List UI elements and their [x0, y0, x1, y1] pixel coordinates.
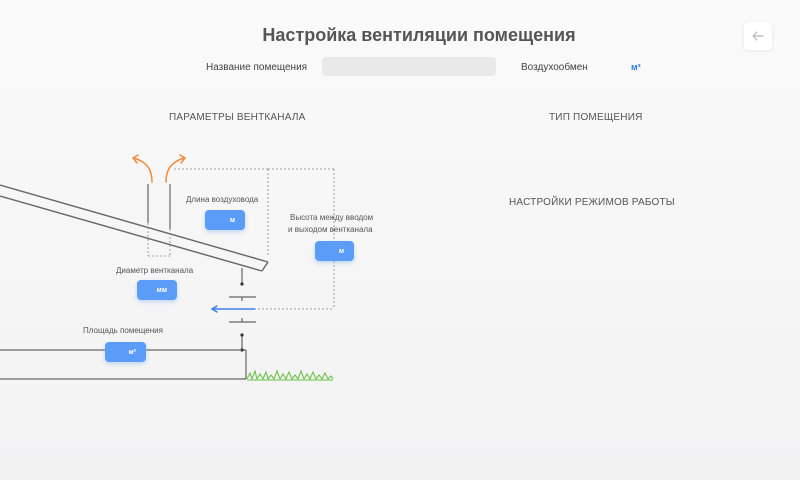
room-area-label: Площадь помещения [83, 326, 163, 335]
grass-icon [246, 369, 334, 381]
wall-node [240, 282, 244, 286]
wall [229, 268, 256, 379]
vent-channel [147, 184, 171, 229]
roof [0, 184, 269, 272]
section-work-modes[interactable]: НАСТРОЙКИ РЕЖИМОВ РАБОТЫ [509, 197, 675, 208]
channel-diameter-label: Диаметр вентканала [116, 266, 194, 275]
height-between-field[interactable]: м [315, 241, 354, 261]
height-label-line1: Высота между вводом [290, 213, 374, 222]
section-room-type[interactable]: ТИП ПОМЕЩЕНИЯ [549, 112, 643, 123]
arrow-left-icon [752, 31, 764, 41]
room-name-label: Название помещения [206, 62, 308, 73]
section-channel-params: ПАРАМЕТРЫ ВЕНТКАНАЛА [169, 112, 306, 123]
wall-node [240, 333, 244, 337]
airflow-unit: м³ [631, 62, 641, 72]
back-button[interactable] [744, 22, 772, 50]
intake-arrow-icon [210, 305, 256, 313]
vent-channel-dashed [147, 168, 335, 310]
room-area-field[interactable]: м² [105, 342, 146, 362]
airflow-label: Воздухообмен [521, 62, 588, 73]
channel-diameter-field[interactable]: мм [137, 280, 177, 300]
room-name-input[interactable] [322, 57, 496, 76]
height-label-line2: и выходом вентканала [288, 225, 373, 234]
duct-length-label: Длина воздуховода [186, 195, 259, 204]
page-title: Настройка вентиляции помещения [262, 25, 576, 45]
exhaust-arrows-icon [131, 154, 187, 183]
duct-length-field[interactable]: м [205, 210, 245, 230]
